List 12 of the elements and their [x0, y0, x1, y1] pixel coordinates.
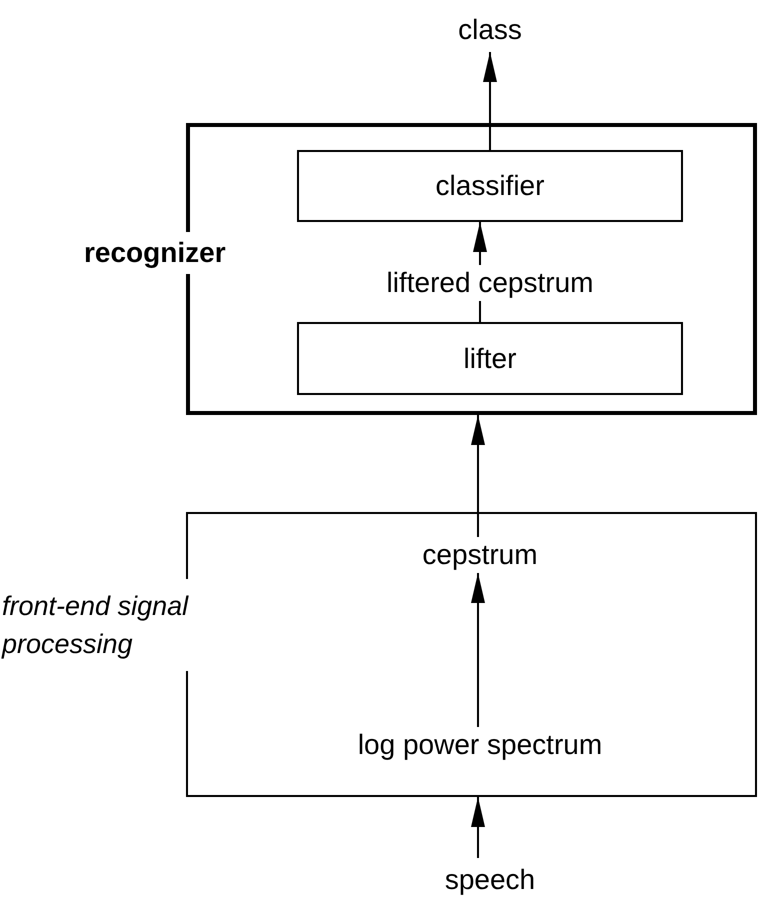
- flow-label: speech: [420, 858, 560, 902]
- arrow: [471, 797, 485, 858]
- arrow: [471, 415, 485, 537]
- process-box: lifter: [297, 322, 683, 395]
- flow-label: cepstrum: [400, 537, 560, 573]
- flow-label: liftered cepstrum: [350, 265, 630, 301]
- flow-label: class: [420, 8, 560, 52]
- arrow: [473, 222, 487, 265]
- process-box: classifier: [297, 150, 683, 222]
- arrow: [483, 52, 497, 150]
- flow-label: log power spectrum: [340, 727, 620, 763]
- arrow: [471, 573, 485, 727]
